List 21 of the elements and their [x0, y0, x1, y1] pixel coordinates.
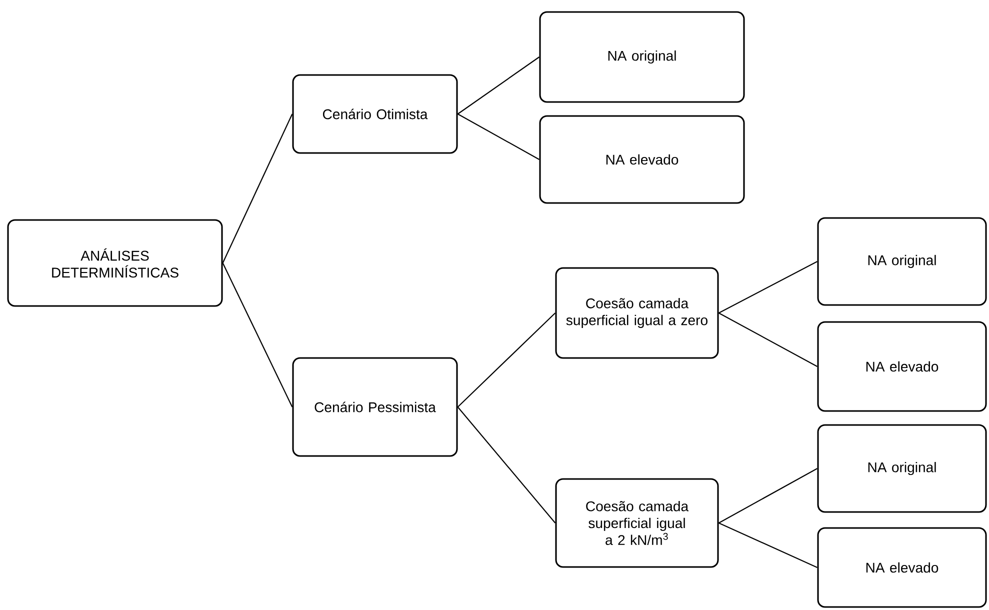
connector-line [718, 522, 818, 568]
connector-line [718, 312, 818, 367]
process-box: Coesão camada superficial igual a zero [555, 267, 719, 359]
connector-line [457, 56, 540, 114]
process-box: NA original [539, 11, 745, 103]
process-box: NA original [817, 424, 987, 513]
connector-line [718, 468, 818, 524]
process-box: Coesão camada superficial igual a 2 kN/m$^{3}$ [555, 478, 719, 568]
process-box: Cenário Otimista [292, 74, 458, 154]
process-box: NA elevado [817, 527, 987, 608]
process-box: NA elevado [817, 321, 987, 412]
connector-line [458, 114, 540, 160]
connector-line [222, 262, 293, 408]
process-box: Cenário Pessimista [292, 357, 458, 457]
connector-line [718, 260, 818, 314]
connector-line [457, 406, 556, 524]
process-box: NA original [817, 217, 987, 306]
connector-line [222, 114, 293, 264]
process-box: NA elevado [539, 115, 745, 204]
connector-line [457, 312, 556, 408]
process-box: ANÁLISES DETERMINÍSTICAS [7, 219, 223, 307]
